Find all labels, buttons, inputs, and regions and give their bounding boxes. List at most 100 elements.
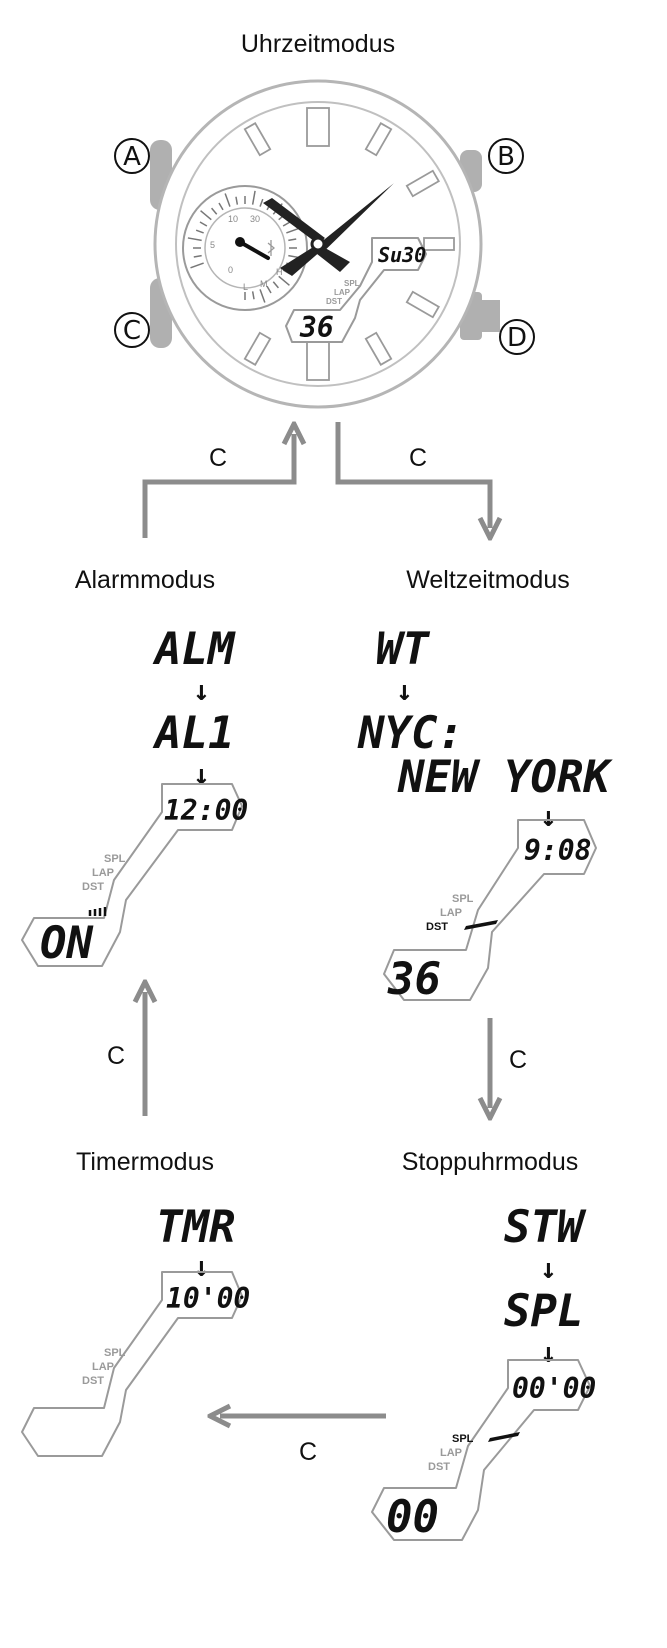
transition-label: C [409,444,427,472]
hour-marker [423,237,455,251]
down-arrow: ↓ [193,1250,210,1283]
dial-label: 0 [228,265,233,275]
sub-dial-tick [235,196,239,205]
watch-upper-display: Su30 [378,243,426,267]
indicator-lap: LAP [334,288,351,297]
sub-dial-tick [272,281,279,289]
center-pin [310,236,326,252]
sub-dial-tick [251,291,255,300]
stopwatch-mode-label: Stoppuhrmodus [402,1148,579,1176]
sub-dial-tick [211,207,218,215]
button-b: B [488,138,524,174]
stopwatch-seconds: 00 [386,1492,439,1543]
sub-dial-tick [218,202,224,211]
sub-dial-tick [251,190,256,205]
timer-mode-panel: TMR ↓ 10'00 SPL LAP DST [21,1202,250,1457]
down-arrow: ↓ [540,1336,557,1369]
sub-dial-tick [288,238,297,242]
digital-display-frame [285,237,427,343]
hour-marker [306,341,330,381]
indicator-dst: DST [428,1461,450,1473]
down-arrow: ↓ [396,674,413,707]
world-city-code: NYC: [357,708,464,759]
dial-label: L [243,282,248,292]
indicator-lap: LAP [92,867,114,879]
watch: 10 30 5 0 L M H Su30 36 SPL LAP DST [150,79,500,409]
indicator-spl-active: SPL [452,1433,474,1445]
down-arrow: ↓ [540,1252,557,1285]
alarm-display-frame [21,783,243,967]
indicator-lap: LAP [92,1361,114,1373]
hour-markers [243,107,455,381]
hour-marker [405,169,441,198]
button-c: C [114,312,150,348]
button-b-label: B [497,142,515,172]
sub-dial-tick [199,221,208,227]
down-arrow: ↓ [193,758,210,791]
indicator-spl: SPL [344,279,360,288]
alarm-signal-icon [88,907,107,916]
indicator-dst: DST [82,1375,104,1387]
arrow-time-to-worldtime [335,422,490,528]
sub-dial-tick [190,262,204,269]
down-arrow: ↓ [193,674,210,707]
sub-dial-tick [278,275,290,286]
alarm-status: ON [40,918,93,969]
stopwatch-mode-panel: STW ↓ SPL ↓ 00'00 SPL LAP DST 00 [371,1202,596,1543]
dst-indicator-bar [464,920,498,930]
hour-marker [405,290,441,319]
world-time-display-frame [383,819,597,1001]
stopwatch-step1: STW [504,1202,587,1253]
bluetooth-icon [267,240,276,256]
indicator-dst: DST [326,297,342,306]
hour-marker [243,331,272,367]
transition-label: C [299,1438,317,1466]
indicator-spl: SPL [104,1347,126,1359]
timekeeping-mode-label: Uhrzeitmodus [241,30,395,58]
indicator-lap: LAP [440,907,462,919]
button-d: D [499,319,535,355]
timer-mode-label: Timermodus [76,1148,214,1176]
sub-dial-tick [193,254,202,258]
transition-arrows [145,422,490,1416]
transition-label: C [209,444,227,472]
button-d-label: D [507,323,527,353]
world-time-mode-label: Weltzeitmodus [406,566,570,594]
world-time-value: 9:08 [524,834,591,867]
dial-label: 30 [250,214,260,224]
button-c-label: C [123,316,141,346]
spl-indicator-bar [488,1432,520,1442]
hour-marker [364,331,393,367]
sub-dial-tick [224,193,231,207]
alarm-step2: AL1 [152,708,234,759]
world-time-step1: WT [376,624,430,675]
stopwatch-time: 00'00 [512,1372,596,1405]
sub-dial [182,185,308,311]
button-a-label: A [123,142,141,172]
down-arrow: ↓ [540,800,557,833]
sub-dial-tick [286,227,300,234]
dial-label: 10 [228,214,238,224]
world-city-name: NEW YORK [397,752,613,803]
indicator-spl: SPL [452,893,474,905]
sub-dial-tick [187,237,202,242]
hour-marker [364,121,393,157]
sub-dial-tick [259,289,266,303]
hand-tail [280,244,322,276]
alarm-mode-label: Alarmmodus [75,566,215,594]
sub-dial-tick [282,221,291,227]
watch-lower-display: 36 [299,311,334,344]
button-a: A [114,138,150,174]
world-time-mode-panel: WT ↓ NYC: NEW YORK ↓ 9:08 SPL LAP DST 36 [357,624,613,1005]
timer-step1: TMR [156,1202,235,1253]
sub-dial-tick [266,285,272,294]
dial-label: 5 [210,240,215,250]
transition-label: C [107,1042,125,1070]
sub-dial-tick [195,229,204,234]
timer-time: 10'00 [166,1282,250,1315]
indicator-dst: DST [82,881,104,893]
stopwatch-display-frame [371,1359,591,1541]
alarm-time: 12:00 [164,794,248,827]
indicator-spl: SPL [104,853,126,865]
